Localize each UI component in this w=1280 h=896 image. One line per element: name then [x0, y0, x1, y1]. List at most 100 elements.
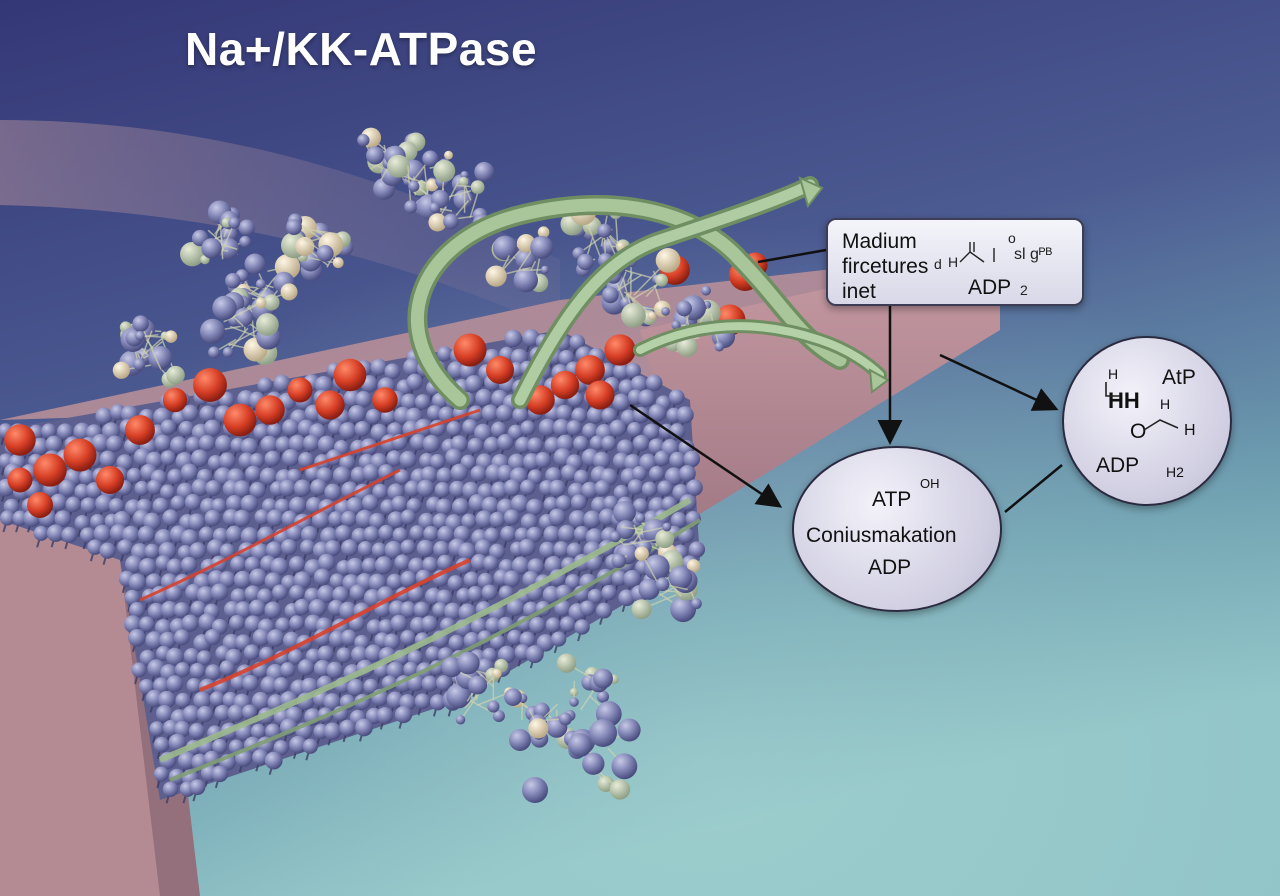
lipid-head [679, 465, 696, 482]
diagram-title: Na+/KK-ATPase [185, 23, 538, 75]
lipid-head [326, 661, 344, 679]
molecule-atom [255, 278, 266, 290]
lipid-head [519, 479, 536, 496]
molecule-atom [387, 154, 410, 178]
lipid-head [91, 433, 110, 452]
lipid-head [253, 423, 270, 440]
lipid-head [167, 468, 183, 485]
lipid-head [648, 438, 665, 455]
lipid-head [579, 600, 596, 616]
lipid-head [351, 645, 369, 664]
lipid-head [490, 421, 507, 438]
lipid-head [153, 736, 170, 753]
lipid-head [205, 664, 222, 681]
lipid-head [573, 469, 590, 486]
lipid-head [152, 497, 170, 515]
molecule-atom [670, 596, 697, 623]
lipid-head [592, 451, 611, 470]
molecule-atom [616, 520, 636, 540]
protein-strand [169, 518, 702, 782]
molecule-atom [468, 675, 488, 695]
lipid-head [414, 394, 431, 410]
lipid-head [482, 555, 499, 571]
lipid-head [225, 494, 243, 512]
lipid-head [173, 629, 190, 646]
lipid-head [225, 525, 243, 543]
lipid-head [429, 694, 446, 711]
floating-molecules [112, 127, 736, 803]
lipid-head [244, 585, 261, 602]
lipid-head [668, 389, 685, 405]
molecule-atom [602, 286, 619, 304]
lipid-head [229, 614, 245, 631]
molecule-atom [456, 651, 480, 675]
lipid-head [260, 435, 279, 454]
molecule-atom [617, 718, 641, 742]
lipid-head [323, 693, 341, 711]
sodium-ion [4, 424, 36, 456]
lipid-head [144, 543, 160, 559]
lipid-head [461, 513, 477, 529]
lipid-head [240, 527, 259, 545]
lipid-head [409, 525, 425, 541]
lipid-head [278, 479, 296, 497]
lipid-head [244, 615, 262, 633]
molecule-atom [714, 341, 725, 352]
lipid-head [630, 375, 648, 393]
lipid-head [214, 704, 231, 721]
molecule-atom [701, 285, 711, 296]
lipid-head [166, 558, 183, 575]
lipid-head [311, 510, 330, 529]
lipid-head [341, 539, 359, 557]
molecule-atom [238, 219, 255, 236]
lipid-head [74, 515, 90, 531]
lipid-head [300, 526, 318, 543]
lipid-head [601, 435, 617, 451]
molecule-atom [135, 330, 145, 341]
lipid-head [422, 556, 439, 573]
chem-adp: ADP [1096, 454, 1140, 477]
lipid-head [174, 662, 191, 678]
lipid-head [289, 584, 305, 601]
lipid-head [507, 424, 524, 440]
lipid-head [183, 647, 200, 664]
molecule-atom [212, 295, 237, 321]
lipid-head [134, 480, 150, 496]
lipid-head [175, 692, 191, 708]
chem-h-right: H [1184, 422, 1196, 439]
lipid-head [79, 469, 95, 485]
protein-strand [139, 468, 401, 602]
molecule-atom [634, 546, 649, 561]
lipid-head [230, 674, 247, 691]
molecule-atom [357, 134, 370, 147]
lipid-head [616, 439, 634, 457]
lipid-head [510, 494, 529, 513]
lipid-head [251, 691, 270, 710]
lipid-head [407, 649, 424, 666]
molecule-atom [655, 577, 670, 592]
lipid-head [545, 617, 561, 633]
molecule-atom [239, 235, 251, 248]
lipid-head [286, 524, 303, 542]
lipid-head [270, 557, 289, 576]
lipid-head [613, 362, 630, 380]
lipid-head [432, 602, 448, 618]
lipid-head [186, 677, 202, 694]
lipid-head [481, 404, 499, 422]
lipid-head [189, 662, 206, 679]
molecule-atom [201, 238, 222, 259]
lipid-head [173, 602, 190, 618]
lipid-head [99, 450, 117, 468]
lipid-head [249, 453, 265, 469]
lipid-head [683, 450, 701, 468]
lipid-head [503, 479, 521, 497]
lipid-head [526, 498, 544, 516]
molecule-atom [513, 267, 538, 293]
lipid-head [54, 510, 72, 527]
lipid-head [686, 479, 703, 496]
lipid-head [282, 418, 300, 437]
lipid-head [459, 362, 477, 380]
lipid-head [413, 601, 430, 618]
lipid-head [93, 524, 112, 543]
connector-arrows [629, 248, 1063, 513]
